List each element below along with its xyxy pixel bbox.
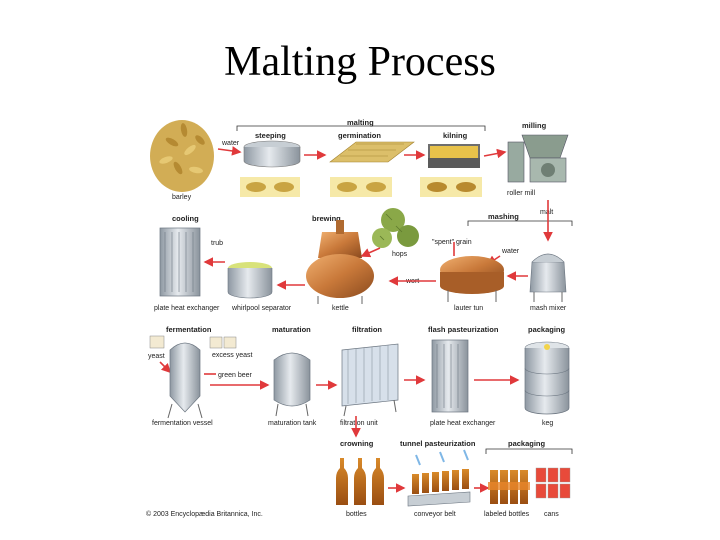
cooling-header: cooling	[172, 214, 199, 223]
packaging-header: packaging	[528, 325, 566, 334]
germination-header: germination	[338, 131, 381, 140]
excess-yeast-cups	[209, 336, 237, 349]
mash-mixer-label: mash mixer	[530, 305, 567, 312]
slide-title: Malting Process	[224, 39, 496, 85]
maturation-tank	[273, 352, 311, 417]
spent-grain-label: "spent" grain	[432, 239, 472, 246]
steeping-tank	[243, 140, 301, 168]
labeled-bottles-label: labeled bottles	[484, 511, 530, 518]
milling-header: milling	[522, 121, 547, 130]
malting-header: malting	[347, 118, 374, 127]
labeled-bottles	[488, 470, 530, 504]
grain-thumbnails	[240, 177, 482, 197]
packaging-2-header: packaging	[508, 439, 546, 448]
green-beer-label: green beer	[218, 372, 253, 379]
malting-bracket	[236, 125, 486, 131]
filtration-unit	[341, 343, 399, 417]
water-mash-label: water	[501, 248, 520, 255]
hops-label: hops	[392, 251, 408, 258]
mash-mixer	[529, 253, 567, 302]
lauter-tun-label: lauter tun	[454, 305, 483, 312]
mashing-bracket	[467, 220, 573, 226]
water-label: water	[221, 140, 240, 147]
filtration-header: filtration	[352, 325, 382, 334]
kiln	[428, 144, 480, 168]
conveyor-belt	[407, 449, 471, 507]
mashing-header: mashing	[488, 212, 519, 221]
whirlpool-separator	[227, 262, 273, 299]
whirlpool-separator-label: whirlpool separator	[231, 305, 292, 312]
kilning-header: kilning	[443, 131, 468, 140]
trub-label: trub	[211, 240, 223, 247]
barley-label: barley	[172, 194, 192, 201]
maturation-tank-label: maturation tank	[268, 420, 317, 427]
keg-label: keg	[542, 420, 553, 427]
fermentation-vessel-label: fermentation vessel	[152, 420, 213, 427]
kettle-label: kettle	[332, 305, 349, 312]
plate-heat-exchanger-2	[431, 339, 469, 413]
excess-yeast-label: excess yeast	[212, 352, 253, 359]
fermentation-vessel	[167, 342, 203, 419]
steeping-header: steeping	[255, 131, 286, 140]
plate-heat-exchanger	[159, 227, 201, 297]
flash-pasteurization-header: flash pasteurization	[428, 325, 499, 334]
brewing-header: brewing	[312, 214, 341, 223]
barley-pile	[150, 120, 214, 192]
bottles	[336, 458, 384, 505]
malt-label: malt	[540, 209, 553, 216]
germination-bed	[329, 141, 415, 163]
bottles-label: bottles	[346, 511, 367, 518]
hops	[372, 208, 419, 248]
roller-mill	[507, 134, 569, 183]
copper-kettle	[306, 220, 374, 304]
yeast-label: yeast	[148, 353, 165, 360]
fermentation-header: fermentation	[166, 325, 212, 334]
plate-heat-exchanger-2-label: plate heat exchanger	[430, 420, 496, 427]
keg	[524, 341, 570, 415]
cans	[535, 467, 571, 499]
cans-label: cans	[544, 511, 559, 518]
conveyor-belt-label: conveyor belt	[414, 511, 456, 518]
lauter-tun	[440, 256, 504, 302]
roller-mill-label: roller mill	[507, 190, 535, 197]
copyright-text: © 2003 Encyclopædia Britannica, Inc.	[146, 510, 263, 518]
tunnel-pasteurization-header: tunnel pasteurization	[400, 439, 476, 448]
water-inflow-arrow	[217, 146, 242, 156]
yeast-cup	[149, 335, 165, 349]
plate-heat-exchanger-label: plate heat exchanger	[154, 305, 220, 312]
maturation-header: maturation	[272, 325, 311, 334]
filtration-unit-label: filtration unit	[340, 420, 378, 427]
crowning-header: crowning	[340, 439, 374, 448]
